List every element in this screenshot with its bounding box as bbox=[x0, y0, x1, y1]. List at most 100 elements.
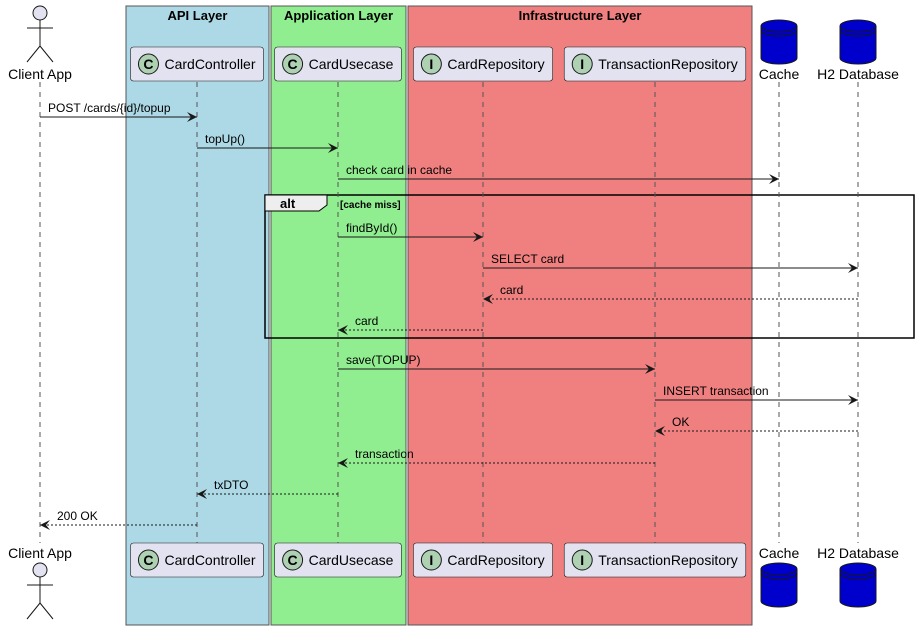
class-badge-icon bbox=[137, 53, 159, 75]
class-badge-icon bbox=[282, 549, 304, 571]
participant-box bbox=[563, 46, 747, 82]
badge-letter: C bbox=[288, 56, 298, 72]
message-label: topUp() bbox=[205, 132, 245, 146]
message-label: transaction bbox=[355, 447, 414, 461]
participant-box bbox=[563, 542, 747, 578]
message-4: findById() bbox=[338, 221, 483, 242]
badge-letter: I bbox=[429, 56, 433, 72]
participant-label: Client App bbox=[8, 66, 72, 82]
participant-label: H2 Database bbox=[817, 545, 899, 561]
participant-controller-bottom: C CardController bbox=[130, 542, 264, 578]
message-10: OK bbox=[655, 415, 858, 436]
participant-cardrepo-bottom: I CardRepository bbox=[413, 542, 553, 578]
alt-fragment: alt [cache miss] bbox=[264, 194, 915, 339]
layer-box-infra: Infrastructure Layer bbox=[407, 5, 753, 626]
layer-box-app: Application Layer bbox=[270, 5, 407, 626]
participant-label: CardController bbox=[164, 552, 255, 568]
interface-badge-icon bbox=[571, 53, 593, 75]
message-label: check card in cache bbox=[346, 163, 452, 177]
participant-txrepo-top: I TransactionRepository bbox=[563, 46, 747, 82]
participant-label: H2 Database bbox=[817, 66, 899, 82]
message-13: 200 OK bbox=[40, 509, 197, 530]
participant-label: CardUsecase bbox=[309, 552, 394, 568]
actor-head-icon bbox=[32, 562, 48, 578]
badge-letter: I bbox=[580, 552, 584, 568]
participant-box bbox=[130, 46, 264, 82]
participant-box bbox=[274, 46, 402, 82]
interface-badge-icon bbox=[420, 549, 442, 571]
class-badge-icon bbox=[282, 53, 304, 75]
layer-box-title: Application Layer bbox=[284, 8, 393, 23]
participant-label: TransactionRepository bbox=[598, 56, 738, 72]
message-12: txDTO bbox=[197, 478, 338, 499]
participant-usecase-bottom: C CardUsecase bbox=[274, 542, 402, 578]
message-5: SELECT card bbox=[483, 252, 858, 273]
message-label: save(TOPUP) bbox=[346, 353, 420, 367]
participant-label: CardRepository bbox=[447, 552, 544, 568]
badge-letter: I bbox=[580, 56, 584, 72]
layer-box-background bbox=[407, 5, 753, 626]
database-icon bbox=[839, 19, 877, 65]
message-label: findById() bbox=[346, 221, 397, 235]
participant-box bbox=[274, 542, 402, 578]
interface-badge-icon bbox=[420, 53, 442, 75]
message-label: 200 OK bbox=[57, 509, 98, 523]
participant-label: CardUsecase bbox=[309, 56, 394, 72]
database-icon bbox=[760, 562, 798, 608]
interface-badge-icon bbox=[571, 549, 593, 571]
participant-label: Cache bbox=[759, 545, 800, 561]
alt-fragment-tab bbox=[264, 194, 328, 212]
actor-head-icon bbox=[32, 5, 48, 21]
message-label: txDTO bbox=[214, 478, 248, 492]
message-9: INSERT transaction bbox=[655, 384, 858, 405]
alt-fragment-frame bbox=[264, 194, 915, 339]
actor-body-icon bbox=[26, 20, 54, 63]
badge-letter: I bbox=[429, 552, 433, 568]
database-rim bbox=[839, 25, 877, 37]
message-label: OK bbox=[672, 415, 689, 429]
participant-box bbox=[130, 542, 264, 578]
participant-h2-top: H2 Database bbox=[817, 19, 899, 82]
database-rim bbox=[760, 568, 798, 580]
participant-label: CardRepository bbox=[447, 56, 544, 72]
participant-label: Client App bbox=[8, 545, 72, 561]
message-label: SELECT card bbox=[491, 252, 564, 266]
message-11: transaction bbox=[338, 447, 655, 468]
participant-label: CardController bbox=[164, 56, 255, 72]
message-6: card bbox=[483, 283, 858, 304]
message-7: card bbox=[338, 314, 483, 335]
database-rim bbox=[839, 568, 877, 580]
layer-box-title: Infrastructure Layer bbox=[519, 8, 642, 23]
actor-body-icon bbox=[26, 577, 54, 620]
database-icon bbox=[760, 19, 798, 65]
badge-letter: C bbox=[288, 552, 298, 568]
database-rim bbox=[760, 25, 798, 37]
alt-keyword: alt bbox=[280, 196, 296, 211]
participant-cardrepo-top: I CardRepository bbox=[413, 46, 553, 82]
participant-cache-bottom: Cache bbox=[759, 545, 800, 608]
participant-label: TransactionRepository bbox=[598, 552, 738, 568]
database-icon bbox=[839, 562, 877, 608]
participant-txrepo-bottom: I TransactionRepository bbox=[563, 542, 747, 578]
participant-cache-top: Cache bbox=[759, 19, 800, 82]
participant-box bbox=[413, 542, 553, 578]
class-badge-icon bbox=[137, 549, 159, 571]
alt-guard: [cache miss] bbox=[340, 200, 401, 211]
message-label: card bbox=[355, 314, 378, 328]
layer-box-title: API Layer bbox=[168, 8, 228, 23]
participant-h2-bottom: H2 Database bbox=[817, 545, 899, 608]
message-2: topUp() bbox=[197, 132, 338, 153]
message-8: save(TOPUP) bbox=[338, 353, 655, 374]
badge-letter: C bbox=[143, 552, 153, 568]
participant-client-top: Client App bbox=[8, 5, 72, 82]
message-label: card bbox=[500, 283, 523, 297]
message-1: POST /cards/{id}/topup bbox=[40, 101, 197, 122]
message-3: check card in cache bbox=[338, 163, 779, 184]
participant-usecase-top: C CardUsecase bbox=[274, 46, 402, 82]
participant-label: Cache bbox=[759, 66, 800, 82]
participant-client-bottom: Client App bbox=[8, 545, 72, 620]
message-label: POST /cards/{id}/topup bbox=[48, 101, 171, 115]
